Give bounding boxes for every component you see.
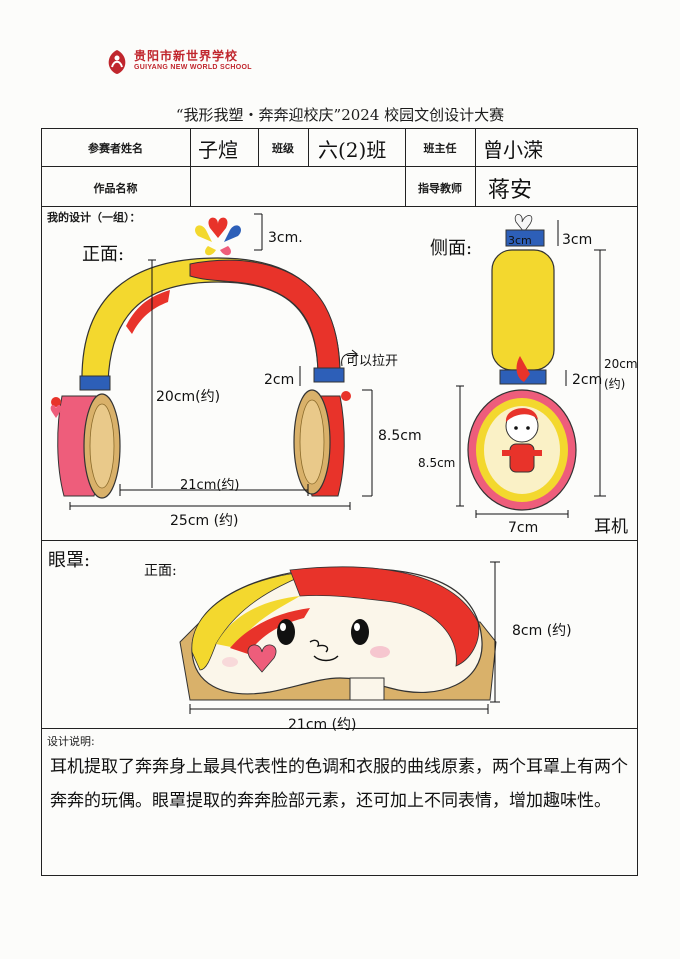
participant-label: 参赛者姓名 (88, 142, 143, 155)
eyemask-dim-height: 8cm (约) (512, 623, 572, 639)
school-name-en: GUIYANG NEW WORLD SCHOOL (134, 64, 252, 71)
dim-height-front: 20cm(约) (156, 389, 221, 405)
flower-icon (514, 214, 533, 233)
advisor-label: 指导教师 (418, 182, 462, 195)
col-divider (308, 128, 309, 166)
eyemask-front-label: 正面: (144, 563, 177, 579)
headphones-label: 耳机 (594, 517, 628, 537)
dim-height-side: 20cm (约) (604, 357, 638, 391)
note-stretch: 可以拉开 (346, 354, 399, 369)
advisor-value: 蒋安 (488, 178, 533, 203)
col-divider (475, 128, 476, 206)
dim-band: 2cm (264, 372, 295, 388)
design-section-label: 我的设计（一组）： (47, 211, 141, 224)
dim-cup-side: 8.5cm (418, 456, 456, 470)
flower-icon (195, 217, 241, 256)
teacher-value: 曾小溁 (483, 138, 543, 162)
row-divider (41, 166, 638, 167)
form-frame (41, 128, 638, 876)
dim-top-side: 3cm (562, 232, 593, 248)
work-name-label: 作品名称 (93, 182, 138, 195)
dim-inner-width: 21cm(约) (180, 478, 240, 493)
dim-band-side: 2cm (572, 372, 603, 388)
dim-outer-width: 25cm (约) (170, 513, 239, 529)
dim-top-front: 3cm. (268, 230, 303, 246)
eyemask-drawing (179, 561, 500, 714)
school-logo-icon (108, 50, 126, 74)
eyemask-section-label: 眼罩: (48, 550, 91, 571)
row-divider (41, 540, 638, 541)
dim-side-inner: 3cm (508, 234, 532, 247)
school-name-cn: 贵阳市新世界学校 (134, 49, 239, 63)
col-divider (405, 128, 406, 206)
class-label: 班级 (272, 142, 294, 155)
eyemask-dim-width: 21cm (约) (288, 717, 357, 733)
col-divider (258, 128, 259, 166)
col-divider (190, 128, 191, 206)
contest-title: “我形我塑・奔奔迎校庆”2024 校园文创设计大赛 (175, 106, 505, 124)
description-label: 设计说明: (47, 735, 95, 748)
dim-depth-side: 7cm (508, 520, 539, 536)
school-logo: 贵阳市新世界学校 GUIYANG NEW WORLD SCHOOL (104, 46, 274, 80)
row-divider (41, 728, 638, 729)
dim-cup-front: 8.5cm (378, 428, 422, 444)
headphones-front-drawing (50, 213, 373, 510)
headphones-side-drawing (456, 214, 606, 518)
teacher-label: 班主任 (423, 142, 457, 155)
description-text: 耳机提取了奔奔身上最具代表性的色调和衣服的曲线原素，两个耳罩上有两个奔奔的玩偶。… (50, 757, 628, 811)
side-view-label: 侧面: (430, 238, 473, 259)
front-view-label: 正面: (82, 244, 125, 265)
class-value: 六(2)班 (318, 138, 387, 162)
participant-value: 子煊 (198, 138, 238, 162)
row-divider (41, 206, 638, 207)
